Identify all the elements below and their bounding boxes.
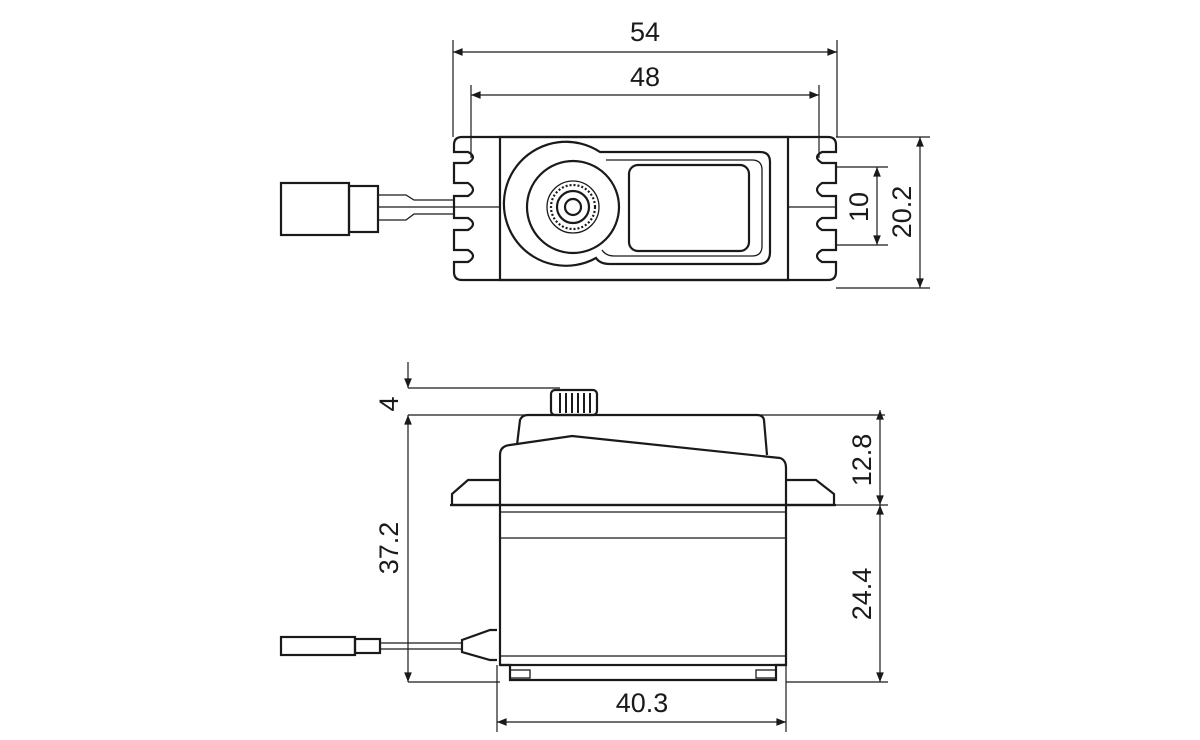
gear-housing-outline [502,140,772,267]
label-window [627,163,751,253]
top-view: 54 48 10 20.2 [279,17,930,289]
mounting-plate [452,135,838,282]
dim-body-length: 40.3 [616,688,669,718]
connector-plug-side [279,635,357,657]
dim-lower-height: 24.4 [847,568,877,621]
case-body-top [498,135,790,282]
dim-upper-height: 12.8 [847,434,877,487]
upper-case [498,434,788,505]
side-view: 4 37.2 12.8 24.4 40.3 [279,362,888,732]
dim-slot-spacing: 10 [844,192,874,222]
dim-overall-width: 20.2 [887,186,917,239]
case-body-side [498,503,788,667]
output-spline [525,159,621,255]
bottom-cover [500,663,786,682]
mounting-flange [450,478,500,507]
dim-overall-length: 54 [630,17,660,47]
dim-mount-hole-spacing: 48 [630,62,660,92]
connector-plug [279,181,351,237]
top-cap [515,413,769,456]
strain-relief [460,628,497,662]
dim-spline-height: 4 [374,396,404,411]
dim-total-height: 37.2 [374,522,404,575]
